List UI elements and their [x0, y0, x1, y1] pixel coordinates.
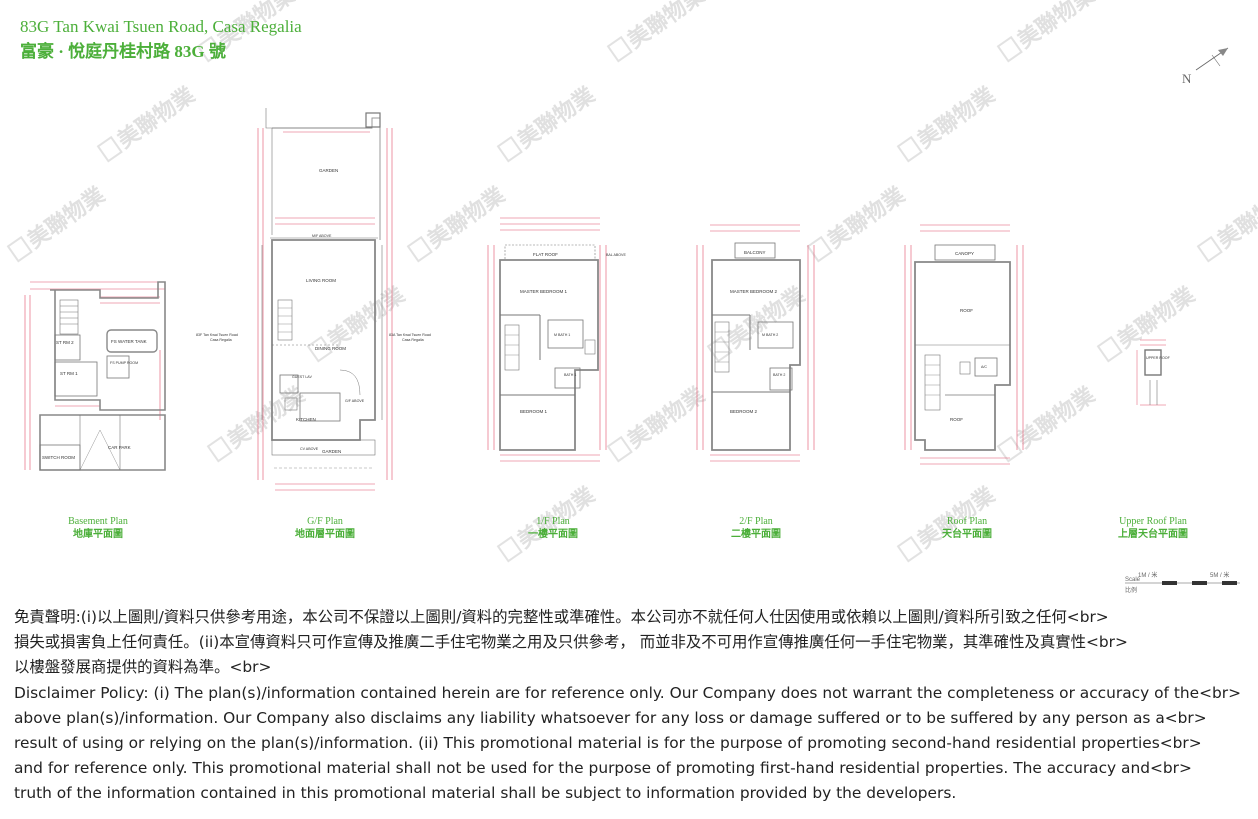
disclaimer: 免責聲明:(i)以上圖則/資料只供參考用途，本公司不保證以上圖則/資料的完整性或… [14, 605, 1252, 807]
watermark-mark: 美聯物業 [996, 0, 1101, 63]
f1-plan: FLAT ROOF BAL ABOVE MASTER BEDROOM 1 M B… [487, 217, 626, 462]
basement-st-rm-2-label: ST RM 2 [56, 340, 74, 345]
svg-text:美聯物業: 美聯物業 [823, 181, 911, 253]
gf-gf-above-label: G/F ABOVE [345, 399, 365, 403]
f2-balcony-label: BALCONY [744, 250, 766, 255]
disclaimer-line: 免責聲明:(i)以上圖則/資料只供參考用途，本公司不保證以上圖則/資料的完整性或… [14, 608, 1109, 626]
watermark-mark: 美聯物業 [496, 81, 601, 163]
basement-plan: ST RM 2 ST RM 1 FS WATER TANK FS PUMP RO… [24, 281, 166, 471]
f1-master-bedroom-label: MASTER BEDROOM 1 [520, 289, 568, 294]
svg-text:美聯物業: 美聯物業 [23, 181, 111, 253]
f1-bal-above-label: BAL ABOVE [606, 253, 626, 257]
watermark-mark: 美聯物業 [606, 0, 711, 63]
f2-bath-label: BATH 2 [773, 373, 785, 377]
svg-text:美聯物業: 美聯物業 [623, 0, 711, 54]
f1-bath-label: BATH 1 [564, 373, 576, 377]
watermark-mark: 美聯物業 [1096, 281, 1201, 363]
floor-plans-drawing: 美聯物業美聯物業美聯物業美聯物業美聯物業美聯物業美聯物業美聯物業美聯物業美聯物業… [6, 0, 1258, 585]
north-arrow-icon [1195, 47, 1229, 71]
gf-cv-above-label: CV ABOVE [300, 447, 319, 451]
roof-plan: CANOPY ROOF A/C ROOF [904, 224, 1024, 465]
f1-bedroom-label: BEDROOM 1 [520, 409, 548, 414]
f1-flat-roof-label: FLAT ROOF [533, 252, 558, 257]
f2-m-bath-label: M BATH 2 [762, 333, 778, 337]
svg-text:美聯物業: 美聯物業 [1013, 381, 1101, 453]
gf-right-note-2: Casa Regalia [402, 338, 424, 342]
watermark-mark: 美聯物業 [1196, 181, 1258, 263]
disclaimer-line: above plan(s)/information. Our Company a… [14, 708, 1207, 727]
disclaimer-line: result of using or relying on the plan(s… [14, 733, 1202, 752]
upper-roof-label: UPPER ROOF [1146, 356, 1171, 360]
svg-text:美聯物業: 美聯物業 [423, 181, 511, 253]
f2-bedroom-label: BEDROOM 2 [730, 409, 758, 414]
disclaimer-line: truth of the information contained in th… [14, 784, 957, 803]
svg-text:美聯物業: 美聯物業 [1013, 0, 1101, 54]
watermark-mark: 美聯物業 [206, 381, 311, 463]
scale-word: Scale [1125, 577, 1141, 583]
gf-mf-above-label: M/F ABOVE [312, 234, 332, 238]
watermark-mark: 美聯物業 [896, 81, 1001, 163]
gf-dining-room-label: DINING ROOM [315, 346, 346, 351]
watermark-mark: 美聯物業 [996, 381, 1101, 463]
watermark-mark: 美聯物業 [96, 81, 201, 163]
svg-text:美聯物業: 美聯物業 [913, 81, 1001, 153]
gf-plan: GARDEN M/F ABOVE LIVING ROOM DINING ROOM… [196, 108, 431, 491]
roof-roof-label: ROOF [960, 308, 973, 313]
scale-label-left: 1M / 米 [1138, 573, 1158, 579]
gf-living-room-label: LIVING ROOM [306, 278, 336, 283]
svg-text:美聯物業: 美聯物業 [113, 81, 201, 153]
disclaimer-line: Disclaimer Policy: (i) The plan(s)/infor… [14, 683, 1241, 702]
gf-kitchen-label: KITCHEN [296, 417, 316, 422]
page-title-english: 83G Tan Kwai Tsuen Road, Casa Regalia [20, 17, 302, 36]
floor-plan-area: 美聯物業美聯物業美聯物業美聯物業美聯物業美聯物業美聯物業美聯物業美聯物業美聯物業… [6, 0, 1258, 594]
svg-text:美聯物業: 美聯物業 [1213, 181, 1258, 253]
gf-garden-top-label: GARDEN [319, 168, 338, 173]
watermark-mark: 美聯物業 [6, 181, 111, 263]
scale-bar [1125, 581, 1240, 585]
watermark-mark: 美聯物業 [806, 181, 911, 263]
scale-label-right: 5M / 米 [1210, 573, 1230, 579]
gf-garden-bottom-label: GARDEN [322, 449, 341, 454]
watermark-mark: 美聯物業 [306, 281, 411, 363]
watermark-layer: 美聯物業美聯物業美聯物業美聯物業美聯物業美聯物業美聯物業美聯物業美聯物業美聯物業… [6, 0, 1258, 563]
scale-word-cn: 比例 [1125, 588, 1138, 594]
north-label: N [1182, 71, 1192, 86]
watermark-mark: 美聯物業 [406, 181, 511, 263]
gf-guest-lav-label: GUEST LAV [292, 375, 312, 379]
svg-text:美聯物業: 美聯物業 [623, 381, 711, 453]
gf-left-note-1: 83F Tan Kwai Tsuen Road [196, 333, 238, 337]
f2-master-bedroom-label: MASTER BEDROOM 2 [730, 289, 778, 294]
basement-pump-label: FS PUMP ROOM [110, 361, 138, 365]
svg-text:美聯物業: 美聯物業 [513, 81, 601, 153]
basement-switch-room-label: SWITCH ROOM [42, 455, 75, 460]
f1-m-bath-label: M BATH 1 [554, 333, 570, 337]
gf-left-note-2: Casa Regalia [210, 338, 232, 342]
upper-roof-plan: UPPER ROOF [1136, 339, 1171, 406]
disclaimer-line: and for reference only. This promotional… [14, 759, 1192, 778]
page-title-chinese: 富豪 · 悅庭丹桂村路 83G 號 [20, 42, 226, 61]
f2-plan: BALCONY MASTER BEDROOM 2 M BATH 2 BATH 2… [696, 224, 815, 462]
roof-roof2-label: ROOF [950, 417, 963, 422]
svg-text:美聯物業: 美聯物業 [323, 281, 411, 353]
roof-ac-label: A/C [981, 365, 987, 369]
watermark-mark: 美聯物業 [606, 381, 711, 463]
svg-text:美聯物業: 美聯物業 [1113, 281, 1201, 353]
disclaimer-line: 以樓盤發展商提供的資料為準。<br> [14, 658, 272, 677]
gf-right-note-1: 83A Tan Kwai Tsuen Road [389, 333, 431, 337]
disclaimer-line: 損失或損害負上任何責任。(ii)本宣傳資料只可作宣傳及推廣二手住宅物業之用及只供… [14, 633, 1128, 652]
basement-st-rm-1-label: ST RM 1 [60, 371, 78, 376]
roof-canopy-label: CANOPY [955, 251, 974, 256]
basement-car-park-label: CAR PARK [108, 445, 131, 450]
basement-water-tank-label: FS WATER TANK [111, 339, 147, 344]
